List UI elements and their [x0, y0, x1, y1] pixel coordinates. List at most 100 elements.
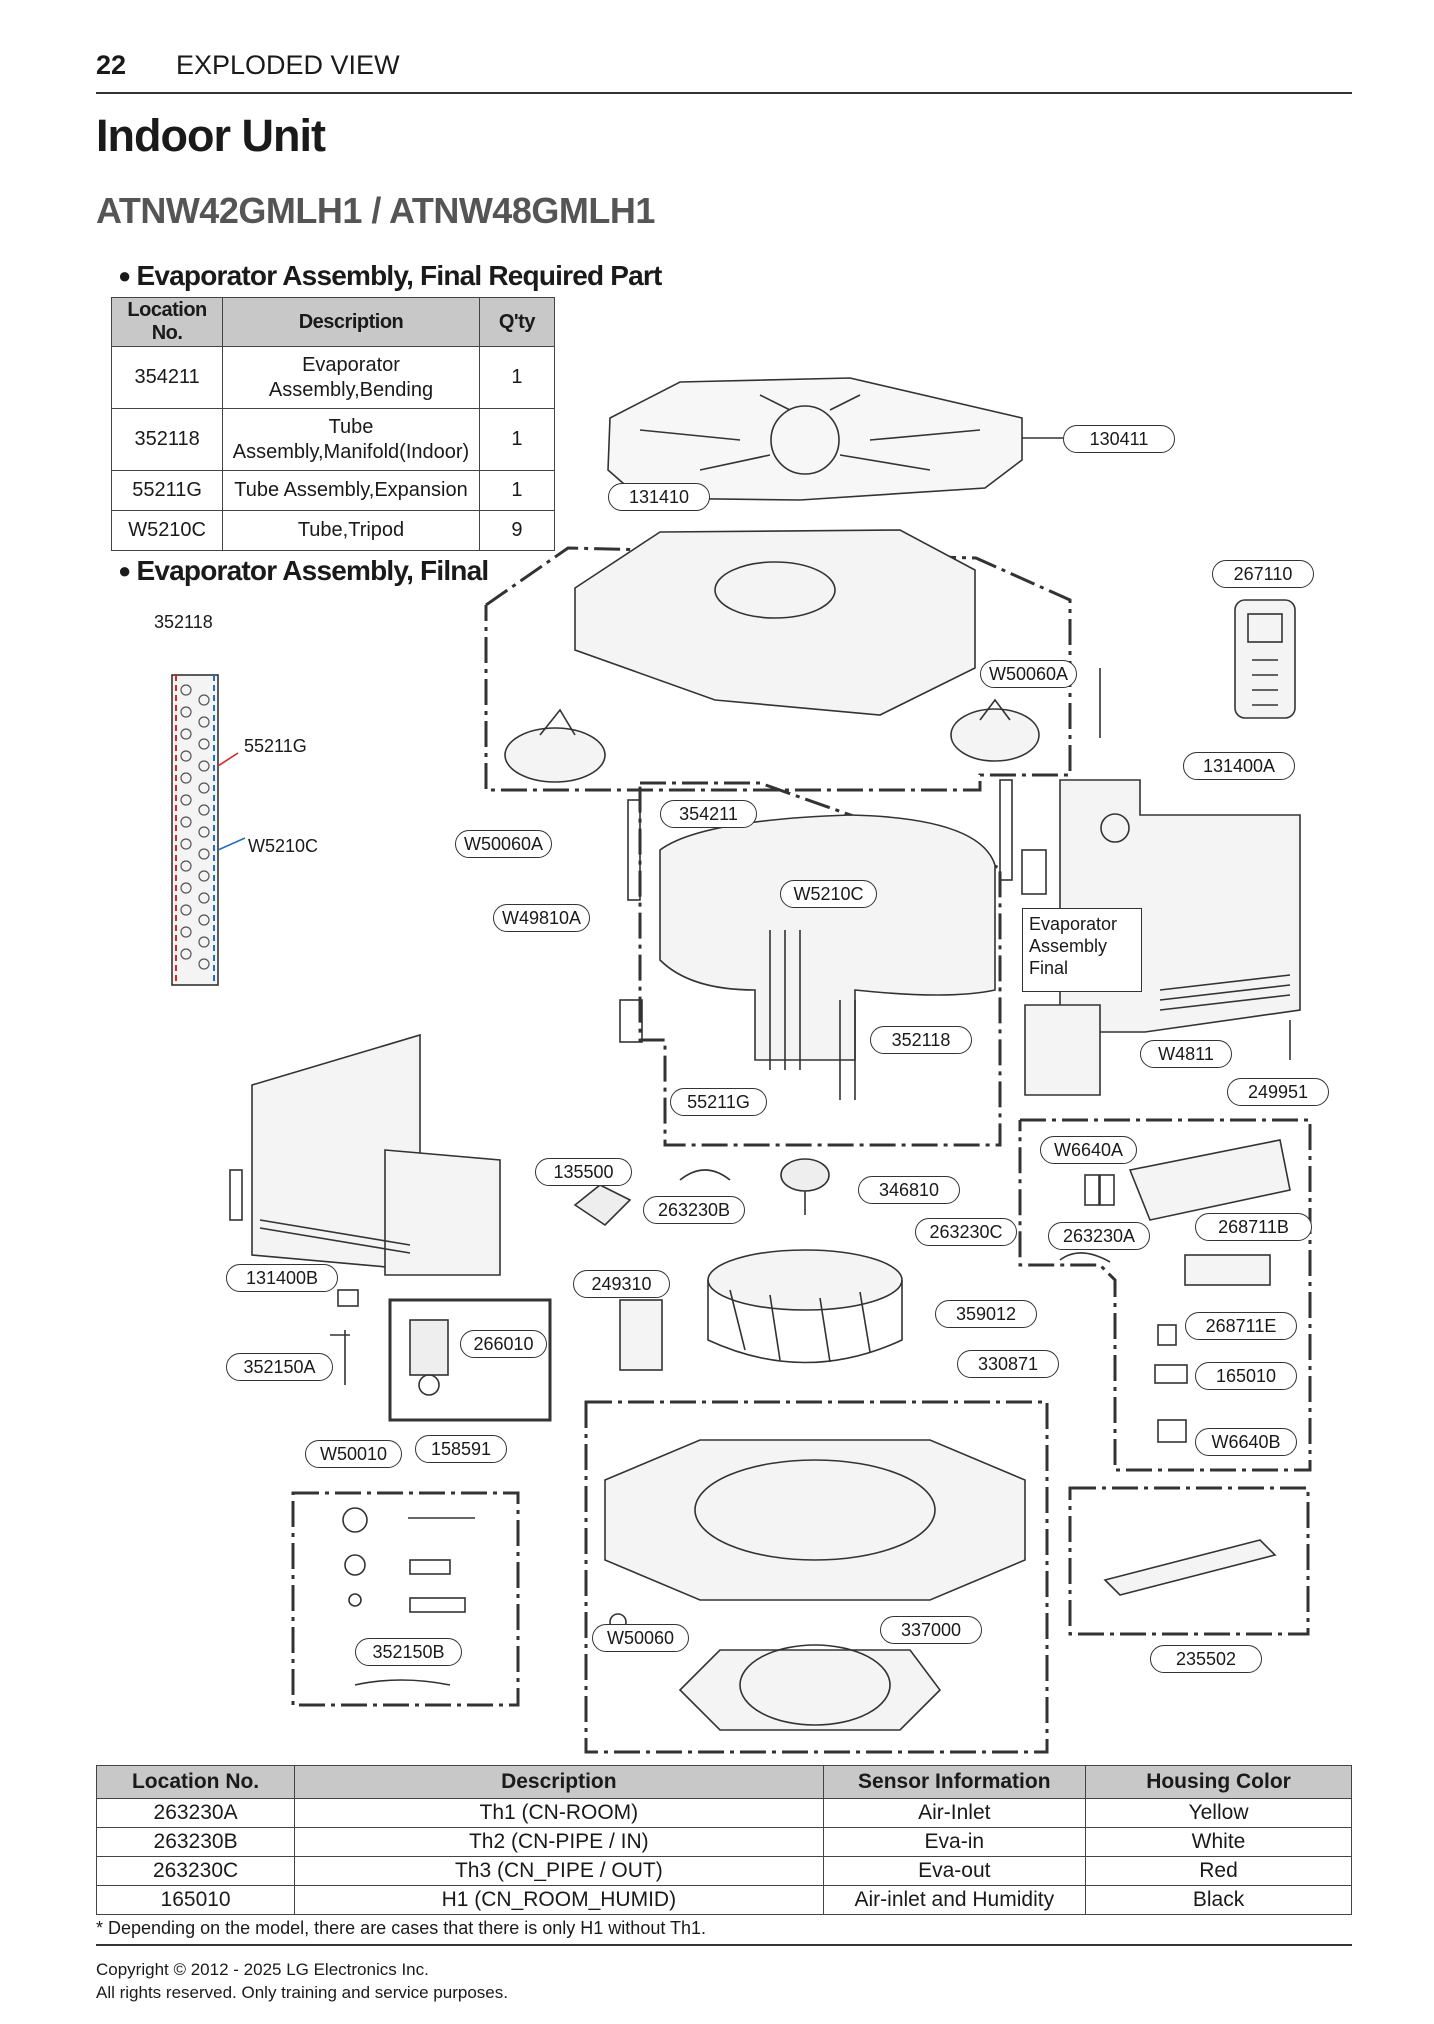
required-parts-heading: Evaporator Assembly, Final Required Part [118, 260, 663, 292]
callout-268711E: 268711E [1185, 1312, 1297, 1340]
footer-rule [96, 1944, 1352, 1946]
callout-359012: 359012 [935, 1300, 1037, 1328]
corner-cover-drawing [1103, 1539, 1277, 1596]
cell: Air-inlet and Humidity [822, 1885, 1087, 1915]
page-title: Indoor Unit [96, 110, 326, 161]
col-sensor-info: Sensor Information [822, 1765, 1087, 1799]
callout-235502: 235502 [1150, 1645, 1262, 1673]
cell: 352118 [110, 408, 224, 471]
detail-label-manifold: 352118 [154, 612, 213, 632]
callout-130411: 130411 [1063, 425, 1175, 453]
callout-W6640A: W6640A [1040, 1136, 1137, 1164]
callout-352150A: 352150A [226, 1353, 333, 1381]
cell: Th3 (CN_PIPE / OUT) [294, 1856, 824, 1886]
callout-263230C: 263230C [915, 1218, 1017, 1246]
cell: 263230A [95, 1798, 296, 1828]
callout-W50060A-left: W50060A [455, 830, 552, 858]
cell: White [1085, 1827, 1352, 1857]
copyright-line: Copyright © 2012 - 2025 LG Electronics I… [96, 1960, 429, 1979]
pump-dashed-group [388, 1298, 552, 1422]
callout-249951: 249951 [1227, 1078, 1329, 1106]
cell: Yellow [1085, 1798, 1352, 1828]
cell: 55211G [110, 470, 224, 511]
control-box-drawing [1084, 1139, 1291, 1443]
col-description: Description [294, 1765, 824, 1799]
callout-352150B: 352150B [355, 1638, 462, 1666]
cell: Black [1085, 1885, 1352, 1915]
cell: Th2 (CN-PIPE / IN) [294, 1827, 824, 1857]
callout-131400B: 131400B [226, 1264, 338, 1292]
callout-55211G: 55211G [670, 1088, 767, 1116]
rights-line: All rights reserved. Only training and s… [96, 1983, 508, 2002]
callout-354211: 354211 [660, 800, 757, 828]
callout-W5210C: W5210C [780, 880, 877, 908]
cell: H1 (CN_ROOM_HUMID) [294, 1885, 824, 1915]
callout-268711B: 268711B [1195, 1213, 1312, 1241]
callout-330871: 330871 [957, 1350, 1059, 1378]
cell: Evaporator Assembly,Bending [222, 346, 480, 409]
header-rule [96, 92, 1352, 94]
col-location: Location No. [95, 1765, 296, 1799]
left-housing-drawing [229, 999, 643, 1276]
callout-158591: 158591 [415, 1435, 507, 1463]
callout-266010: 266010 [460, 1330, 547, 1358]
callout-W4811: W4811 [1140, 1040, 1232, 1068]
evaporator-coil-drawing [627, 799, 996, 1100]
model-title: ATNW42GMLH1 / ATNW48GMLH1 [96, 190, 655, 231]
col-description: Description [222, 297, 480, 347]
evaporator-heading: Evaporator Assembly, Filnal [118, 555, 490, 587]
copyright: Copyright © 2012 - 2025 LG Electronics I… [96, 1958, 508, 2004]
evaporator-assembly-final-label: Evaporator Assembly Final [1022, 908, 1142, 992]
callout-W50060: W50060 [592, 1624, 689, 1652]
callout-135500: 135500 [535, 1158, 632, 1186]
evaporator-detail-drawing [171, 674, 246, 986]
right-housing-drawing [999, 779, 1301, 1033]
callout-131400A: 131400A [1183, 752, 1295, 780]
detail-label-tripod: W5210C [248, 836, 319, 856]
col-housing-color: Housing Color [1085, 1765, 1352, 1799]
col-location: Location No. [110, 297, 224, 347]
cell: Th1 (CN-ROOM) [294, 1798, 824, 1828]
sensor-table: Location No. Description Sensor Informat… [95, 1765, 1352, 1915]
callout-W49810A: W49810A [493, 904, 590, 932]
callout-346810: 346810 [858, 1176, 960, 1204]
callout-337000: 337000 [880, 1616, 982, 1644]
accessory-dashed-group [291, 1491, 520, 1707]
callout-W6640B: W6640B [1195, 1428, 1297, 1456]
callout-263230B: 263230B [643, 1196, 745, 1224]
callout-249310: 249310 [573, 1270, 670, 1298]
panel-dashed-group [584, 1400, 1049, 1754]
top-panel-drawing [607, 377, 1063, 501]
callout-165010: 165010 [1195, 1362, 1297, 1390]
callout-352118: 352118 [870, 1026, 972, 1054]
pump-drawing [409, 1319, 449, 1396]
cell: 165010 [95, 1885, 296, 1915]
callout-W50060A-right: W50060A [980, 660, 1077, 688]
bracket-drawing [1024, 1004, 1291, 1096]
callout-W50010: W50010 [305, 1440, 402, 1468]
corner-dashed-group [1068, 1486, 1310, 1636]
cell: Tube Assembly,Manifold(Indoor) [222, 408, 480, 471]
cell: Air-Inlet [822, 1798, 1087, 1828]
cell: Red [1085, 1856, 1352, 1886]
small-parts-drawing [330, 1158, 1111, 1385]
callout-267110: 267110 [1212, 560, 1314, 588]
cell: 9 [478, 510, 556, 551]
cell: 263230B [95, 1827, 296, 1857]
bottom-panel-drawing [604, 1439, 1026, 1731]
cell: 1 [478, 346, 556, 409]
detail-label-expansion: 55211G [244, 736, 307, 756]
control-dashed-group [1018, 1118, 1312, 1472]
remote-drawing [1234, 599, 1296, 719]
cell: Tube,Tripod [222, 510, 480, 551]
section-title: EXPLODED VIEW [176, 50, 400, 80]
fan-drawing [619, 1249, 903, 1371]
callout-263230A: 263230A [1048, 1222, 1150, 1250]
